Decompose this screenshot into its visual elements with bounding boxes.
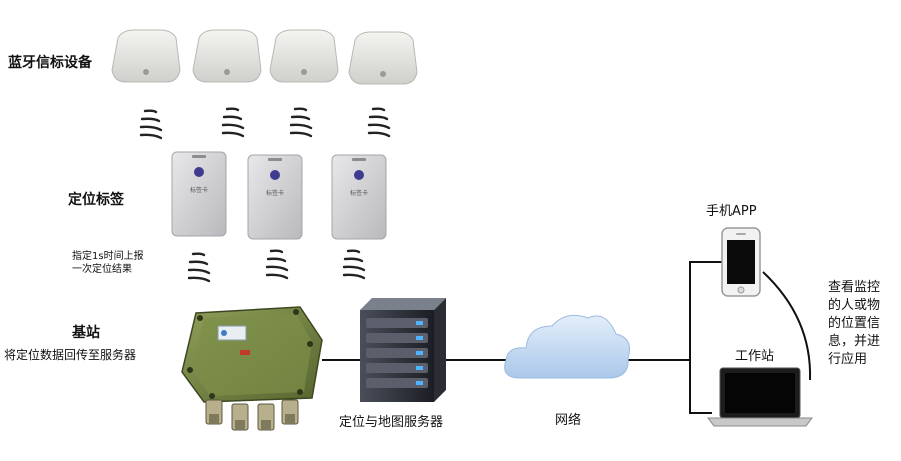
server-label: 定位与地图服务器 <box>339 415 444 430</box>
tag-label: 定位标签 <box>68 192 124 208</box>
beacon-device-4 <box>348 31 418 85</box>
monitor-note-line: 查看监控 <box>828 280 881 295</box>
base-station-label: 基站 <box>72 325 100 341</box>
monitor-note-line: 行应用 <box>828 352 868 367</box>
tag-card-3: 标签卡 <box>331 154 387 240</box>
tag-report-note-line: 指定1s时间上报 <box>72 251 144 262</box>
workstation-label: 工作站 <box>735 349 775 364</box>
tag-card-1: 标签卡 <box>171 151 227 237</box>
note-pointer-line <box>762 271 812 381</box>
signal-wave-icon <box>187 249 366 283</box>
beacon-device-3 <box>269 29 339 83</box>
link-hub-to-devices <box>689 261 722 414</box>
phone-app-label: 手机APP <box>706 204 757 219</box>
server-icon <box>360 298 446 402</box>
tag-card-text: 标签卡 <box>350 189 368 197</box>
beacon-device-1 <box>111 29 181 83</box>
laptop-icon <box>707 367 813 427</box>
connection-lines <box>322 261 812 414</box>
tag-card-2: 标签卡 <box>247 154 303 240</box>
base-station-box <box>181 306 323 431</box>
signal-wave-icon <box>139 107 391 140</box>
monitor-note-line: 的人或物 <box>828 298 881 313</box>
cloud-icon <box>504 314 630 379</box>
monitor-note-line: 的位置信 <box>828 316 881 331</box>
tag-card-text: 标签卡 <box>190 186 208 194</box>
phone-icon <box>721 227 761 297</box>
tag-report-note-line: 一次定位结果 <box>72 264 132 275</box>
network-label: 网络 <box>555 413 582 428</box>
tag-card-text: 标签卡 <box>266 189 284 197</box>
beacon-device-label: 蓝牙信标设备 <box>8 55 92 71</box>
beacon-device-2 <box>192 29 262 83</box>
base-station-desc: 将定位数据回传至服务器 <box>4 348 137 362</box>
tag-report-note: 指定1s时间上报 一次定位结果 <box>72 250 144 276</box>
monitor-note: 查看监控 的人或物 的位置信 息，并进 行应用 <box>828 279 880 369</box>
monitor-note-line: 息，并进 <box>828 334 881 349</box>
